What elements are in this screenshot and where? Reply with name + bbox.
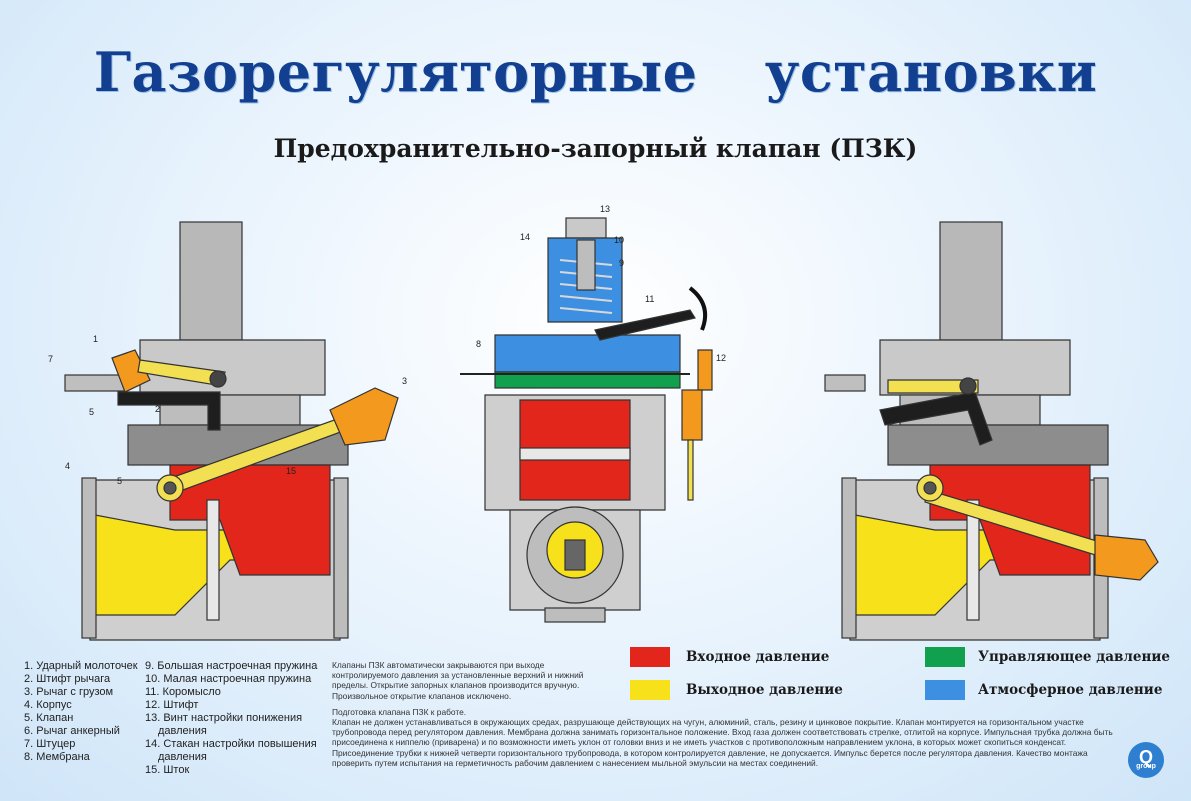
center-trip-bracket xyxy=(681,389,703,441)
part-12: 12. Штифт xyxy=(145,699,199,711)
part-11: 11. Коромысло xyxy=(145,686,221,698)
parts-list-col2: 9. Большая настроечная пружина 10. Малая… xyxy=(145,660,317,777)
center-callout-13: 13 xyxy=(600,204,610,214)
legend-swatch-control xyxy=(925,647,965,667)
part-3: 3. Рычаг с грузом xyxy=(24,686,114,698)
center-callout-8: 8 xyxy=(476,339,481,349)
left-callout-15: 15 xyxy=(286,466,296,476)
part-1: 1. Ударный молоточек xyxy=(24,660,138,672)
right-flange-plate xyxy=(887,424,1109,466)
right-lever-weight xyxy=(1094,534,1159,581)
legend-swatch-atmospheric xyxy=(925,680,965,700)
center-diaphragm-housing xyxy=(494,334,681,373)
left-body-flange-left xyxy=(81,477,97,639)
center-valve-diagram xyxy=(460,217,713,623)
part-13: 13. Винт настройки понижения xyxy=(145,712,303,724)
center-pin xyxy=(697,349,713,391)
left-lever-weight xyxy=(329,387,399,446)
part-10: 10. Малая настроечная пружина xyxy=(145,673,312,685)
left-callout-4: 4 xyxy=(65,461,70,471)
center-callout-10: 10 xyxy=(614,235,624,245)
part-9: 9. Большая настроечная пружина xyxy=(145,660,318,672)
legend-swatch-outlet xyxy=(630,680,670,700)
part-6: 6. Рычаг анкерный xyxy=(24,725,120,737)
right-upper-lever xyxy=(887,379,979,394)
legend-label-outlet: Выходное давление xyxy=(686,682,843,698)
center-control-chamber xyxy=(494,371,681,389)
part-13-cont: давления xyxy=(158,725,207,737)
left-upper-pivot xyxy=(209,370,227,388)
parts-list-col1: 1. Ударный молоточек 2. Штифт рычага 3. … xyxy=(24,660,138,764)
part-7: 7. Штуцер xyxy=(24,738,76,750)
notes-prep-text: Клапан не должен устанавливаться в окруж… xyxy=(332,717,1113,768)
right-valve-diagram xyxy=(824,221,1159,641)
legend-label-control: Управляющее давление xyxy=(978,649,1170,665)
left-callout-5b: 5 xyxy=(117,476,122,486)
part-5: 5. Клапан xyxy=(24,712,74,724)
notes-intro: Клапаны ПЗК автоматически закрываются пр… xyxy=(332,660,584,701)
part-4: 4. Корпус xyxy=(24,699,72,711)
part-14-cont: давления xyxy=(158,751,207,763)
center-rocker-arm xyxy=(594,309,696,341)
page-subtitle: Предохранительно-запорный клапан (ПЗК) xyxy=(273,134,918,163)
left-body-flange-right xyxy=(333,477,349,639)
center-callout-9: 9 xyxy=(619,258,624,268)
part-2: 2. Штифт рычага xyxy=(24,673,111,685)
left-inlet-chamber xyxy=(169,464,331,576)
right-actuator-column xyxy=(939,221,1003,341)
part-8: 8. Мембрана xyxy=(24,751,90,763)
left-callout-1: 1 xyxy=(93,334,98,344)
center-small-spring xyxy=(576,239,596,291)
notes-block: Клапаны ПЗК автоматически закрываются пр… xyxy=(332,660,1122,768)
center-top-screw xyxy=(565,217,607,239)
page-title: Газорегуляторные установки xyxy=(93,40,1098,104)
left-valve-diagram xyxy=(64,221,399,641)
left-callout-5a: 5 xyxy=(89,407,94,417)
left-nozzle xyxy=(64,374,126,392)
notes-prep-title: Подготовка клапана ПЗК к работе. xyxy=(332,706,467,717)
right-nozzle xyxy=(824,374,866,392)
legend-label-atmospheric: Атмосферное давление xyxy=(978,682,1163,698)
part-15: 15. Шток xyxy=(145,764,190,776)
logo-mark: Q xyxy=(1138,747,1153,767)
center-callout-11: 11 xyxy=(645,294,654,304)
logo-text: group xyxy=(1136,763,1156,770)
left-callout-2: 2 xyxy=(155,404,160,414)
left-anchor-lever xyxy=(117,391,221,431)
legend-swatch-inlet xyxy=(630,647,670,667)
right-valve-stem xyxy=(966,499,980,621)
part-14: 14. Стакан настройки повышения xyxy=(145,738,317,750)
center-callout-12: 12 xyxy=(716,353,726,363)
left-actuator-column xyxy=(179,221,243,341)
left-hammer xyxy=(111,349,151,393)
center-callout-14: 14 xyxy=(520,232,530,242)
left-callout-3: 3 xyxy=(402,376,407,386)
legend-label-inlet: Входное давление xyxy=(686,649,830,665)
left-callout-7: 7 xyxy=(48,354,53,364)
brand-logo: Q group xyxy=(1128,742,1164,778)
left-valve-stem xyxy=(206,499,220,621)
